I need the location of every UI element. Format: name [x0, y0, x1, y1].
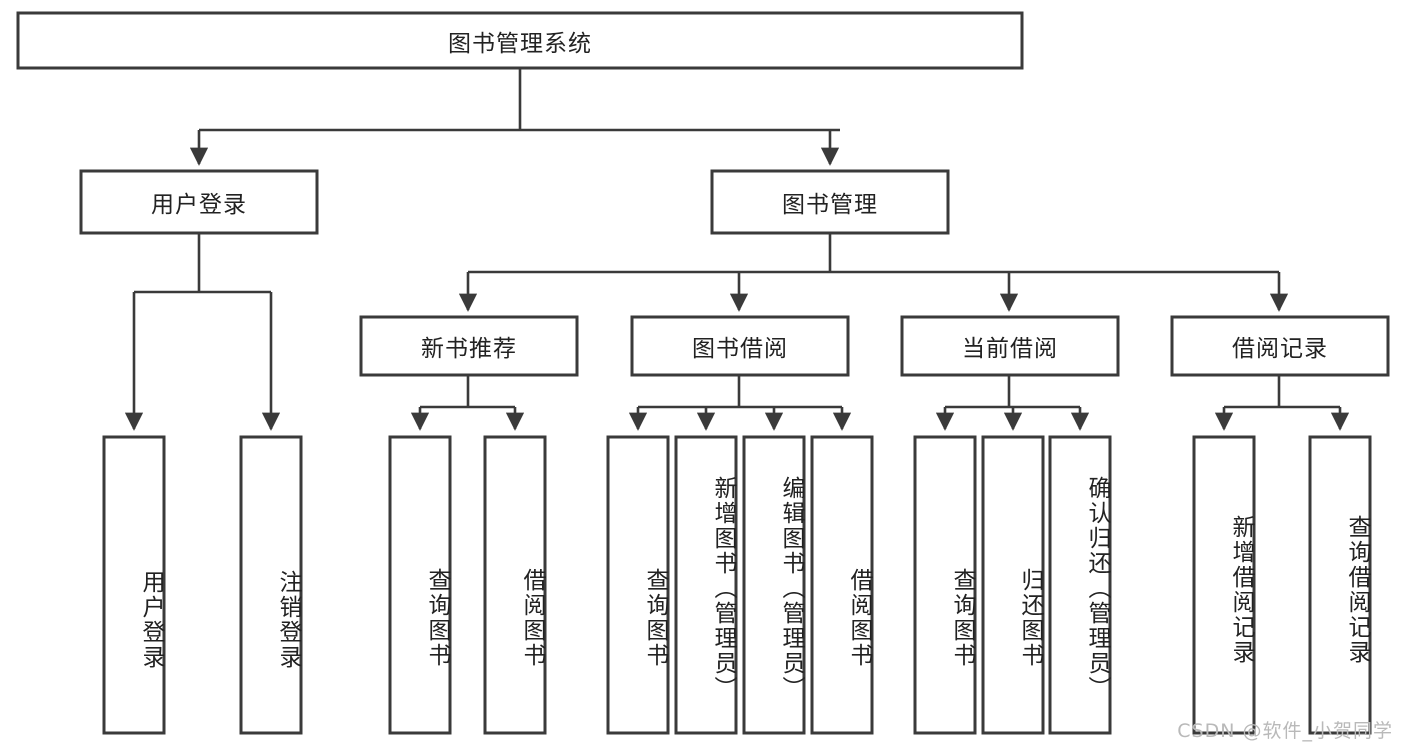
- node-box-leaf-query-book-1[interactable]: [388, 435, 452, 735]
- node-box-new-book-recommend[interactable]: [359, 315, 579, 377]
- node-box-leaf-return-book[interactable]: [981, 435, 1045, 735]
- edge-group: [124, 68, 1350, 431]
- node-box-leaf-confirm-return[interactable]: [1048, 435, 1112, 735]
- node-box-leaf-add-book[interactable]: [674, 435, 738, 735]
- node-box-user-login[interactable]: [79, 169, 319, 235]
- node-box-current-borrow[interactable]: [900, 315, 1120, 377]
- node-box-leaf-borrow-book-2[interactable]: [810, 435, 874, 735]
- node-box-leaf-user-login[interactable]: [102, 435, 166, 735]
- node-group: [16, 11, 1390, 735]
- node-box-leaf-query-book-3[interactable]: [913, 435, 977, 735]
- node-box-leaf-borrow-book-1[interactable]: [483, 435, 547, 735]
- node-box-book-borrow[interactable]: [630, 315, 850, 377]
- node-box-leaf-query-book-2[interactable]: [606, 435, 670, 735]
- node-box-root[interactable]: [16, 11, 1024, 70]
- node-box-leaf-user-logout[interactable]: [239, 435, 303, 735]
- node-box-leaf-edit-book[interactable]: [742, 435, 806, 735]
- node-box-leaf-query-record[interactable]: [1308, 435, 1372, 735]
- node-box-leaf-add-record[interactable]: [1192, 435, 1256, 735]
- node-box-borrow-record[interactable]: [1170, 315, 1390, 377]
- node-box-book-management[interactable]: [710, 169, 950, 235]
